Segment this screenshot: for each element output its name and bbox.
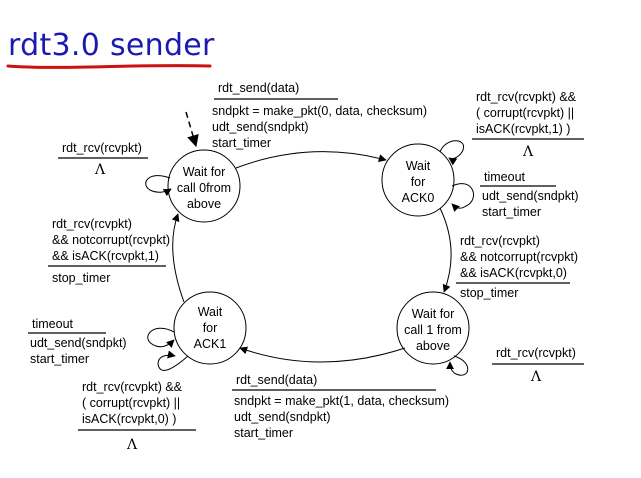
state-label-line: Wait bbox=[198, 305, 223, 319]
transition-action: sndpkt = make_pkt(1, data, checksum) bbox=[234, 394, 449, 408]
selfloop-ack1-left bbox=[147, 327, 175, 348]
initial-state-arrow bbox=[185, 111, 199, 148]
lambda-action: Λ bbox=[126, 437, 138, 453]
transition-event: ( corrupt(rcvpkt) || bbox=[476, 106, 574, 120]
state-wait-ack0: Wait for ACK0 bbox=[381, 143, 455, 217]
transition-action: stop_timer bbox=[52, 271, 110, 285]
transition-action: udt_send(sndpkt) bbox=[234, 410, 331, 424]
state-label-line: call 0from bbox=[177, 181, 231, 195]
selfloop-ack0-top bbox=[439, 140, 465, 166]
title-underline bbox=[6, 64, 212, 69]
arrow-send0 bbox=[235, 151, 387, 169]
transition-event: rdt_rcv(rcvpkt) bbox=[52, 217, 132, 231]
state-label-line: for bbox=[411, 175, 426, 189]
transition-event: rdt_rcv(rcvpkt) bbox=[62, 141, 142, 155]
state-label-line: ACK1 bbox=[194, 337, 227, 351]
selfloop-call1 bbox=[446, 355, 469, 376]
transition-action: stop_timer bbox=[460, 286, 518, 300]
transition-event: rdt_rcv(rcvpkt) bbox=[460, 234, 540, 248]
state-wait-call-1: Wait for call 1 from above bbox=[396, 291, 470, 365]
transition-event: rdt_rcv(rcvpkt) && bbox=[476, 90, 577, 104]
state-wait-ack1: Wait for ACK1 bbox=[173, 291, 247, 365]
lambda-action: Λ bbox=[530, 369, 542, 385]
transition-event: isACK(rcvpkt,0) ) bbox=[82, 412, 176, 426]
transition-event: ( corrupt(rcvpkt) || bbox=[82, 396, 180, 410]
transition-event: rdt_send(data) bbox=[218, 81, 299, 95]
transition-action: udt_send(sndpkt) bbox=[212, 120, 309, 134]
transition-action: start_timer bbox=[30, 352, 89, 366]
transition-event: rdt_send(data) bbox=[236, 373, 317, 387]
selfloop-ack0-right bbox=[451, 183, 474, 212]
selfloop-call0 bbox=[145, 175, 172, 197]
lambda-action: Λ bbox=[522, 144, 534, 160]
transition-event: && notcorrupt(rcvpkt) bbox=[52, 233, 170, 247]
transition-event: rdt_rcv(rcvpkt) bbox=[496, 346, 576, 360]
transition-event: && isACK(rcvpkt,1) bbox=[52, 249, 159, 263]
transition-action: start_timer bbox=[212, 136, 271, 150]
state-wait-call-0: Wait for call 0from above bbox=[167, 149, 241, 223]
selfloop-ack1-bottom bbox=[157, 350, 189, 371]
transition-action: start_timer bbox=[482, 205, 541, 219]
arrow-ack0-ok bbox=[439, 207, 452, 293]
transition-action: udt_send(sndpkt) bbox=[482, 189, 579, 203]
transition-event: isACK(rcvpkt,1) ) bbox=[476, 122, 570, 136]
transition-action: start_timer bbox=[234, 426, 293, 440]
transition-event: timeout bbox=[32, 317, 74, 331]
state-label-line: Wait for bbox=[183, 165, 226, 179]
state-label-line: call 1 from bbox=[404, 323, 462, 337]
state-label-line: for bbox=[203, 321, 218, 335]
state-label-line: Wait for bbox=[412, 307, 455, 321]
state-label-line: ACK0 bbox=[402, 191, 435, 205]
transition-event: && notcorrupt(rcvpkt) bbox=[460, 250, 578, 264]
state-label-line: above bbox=[416, 339, 450, 353]
arrow-ack1-ok bbox=[171, 213, 185, 303]
state-label-line: above bbox=[187, 197, 221, 211]
slide-title: rdt3.0 sender bbox=[8, 28, 215, 63]
transition-event: timeout bbox=[484, 170, 526, 184]
arrow-send1 bbox=[239, 346, 406, 363]
transition-event: && isACK(rcvpkt,0) bbox=[460, 266, 567, 280]
lambda-action: Λ bbox=[94, 162, 106, 178]
transition-action: udt_send(sndpkt) bbox=[30, 336, 127, 350]
transition-action: sndpkt = make_pkt(0, data, checksum) bbox=[212, 104, 427, 118]
state-label-line: Wait bbox=[406, 159, 431, 173]
transition-event: rdt_rcv(rcvpkt) && bbox=[82, 380, 183, 394]
